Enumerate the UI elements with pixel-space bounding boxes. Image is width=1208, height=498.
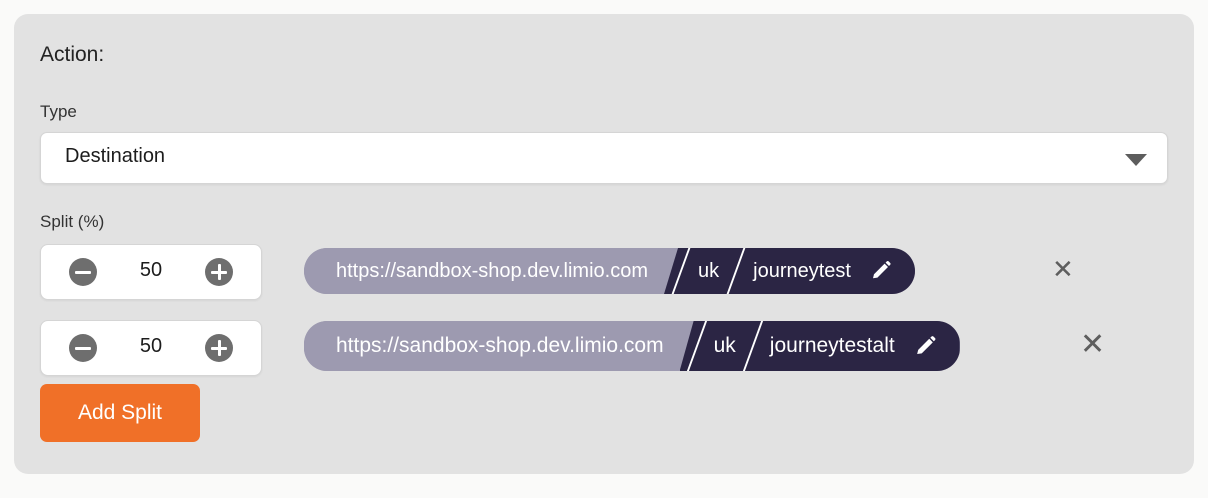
split-percent-value: 50 bbox=[139, 335, 163, 357]
minus-circle-icon[interactable] bbox=[69, 258, 97, 286]
delete-split-button[interactable]: ✕ bbox=[1080, 327, 1106, 362]
add-split-button[interactable]: Add Split bbox=[40, 384, 200, 442]
minus-circle-icon[interactable] bbox=[69, 334, 97, 362]
action-panel: Action: Type Destination Split (%) 50 ht… bbox=[14, 14, 1194, 474]
breadcrumb-crumb[interactable]: uk bbox=[713, 334, 736, 357]
breadcrumb-path: uk journeytest bbox=[664, 248, 915, 294]
breadcrumb-crumb[interactable]: journeytestalt bbox=[769, 334, 895, 357]
breadcrumb-host: https://sandbox-shop.dev.limio.com bbox=[304, 321, 694, 371]
plus-circle-icon[interactable] bbox=[205, 334, 233, 362]
split-percent-stepper[interactable]: 50 bbox=[40, 244, 262, 300]
breadcrumb-crumb[interactable]: journeytest bbox=[753, 259, 851, 282]
type-select[interactable]: Destination bbox=[40, 132, 1168, 184]
breadcrumb-path: uk journeytestalt bbox=[679, 321, 960, 371]
chevron-down-icon bbox=[1125, 154, 1147, 166]
breadcrumb-host: https://sandbox-shop.dev.limio.com bbox=[304, 248, 679, 294]
pencil-icon[interactable] bbox=[865, 248, 915, 294]
delete-split-button[interactable]: ✕ bbox=[1052, 255, 1074, 285]
breadcrumb-crumb[interactable]: uk bbox=[698, 259, 720, 282]
split-label: Split (%) bbox=[40, 212, 105, 231]
pencil-icon[interactable] bbox=[909, 321, 960, 371]
type-label: Type bbox=[40, 102, 77, 121]
destination-breadcrumb[interactable]: https://sandbox-shop.dev.limio.com uk jo… bbox=[304, 248, 915, 294]
destination-breadcrumb[interactable]: https://sandbox-shop.dev.limio.com uk jo… bbox=[304, 321, 960, 371]
plus-circle-icon[interactable] bbox=[205, 258, 233, 286]
split-percent-value: 50 bbox=[139, 259, 163, 281]
type-select-value: Destination bbox=[65, 145, 166, 167]
split-percent-stepper[interactable]: 50 bbox=[40, 320, 262, 376]
page-title: Action: bbox=[40, 43, 105, 66]
